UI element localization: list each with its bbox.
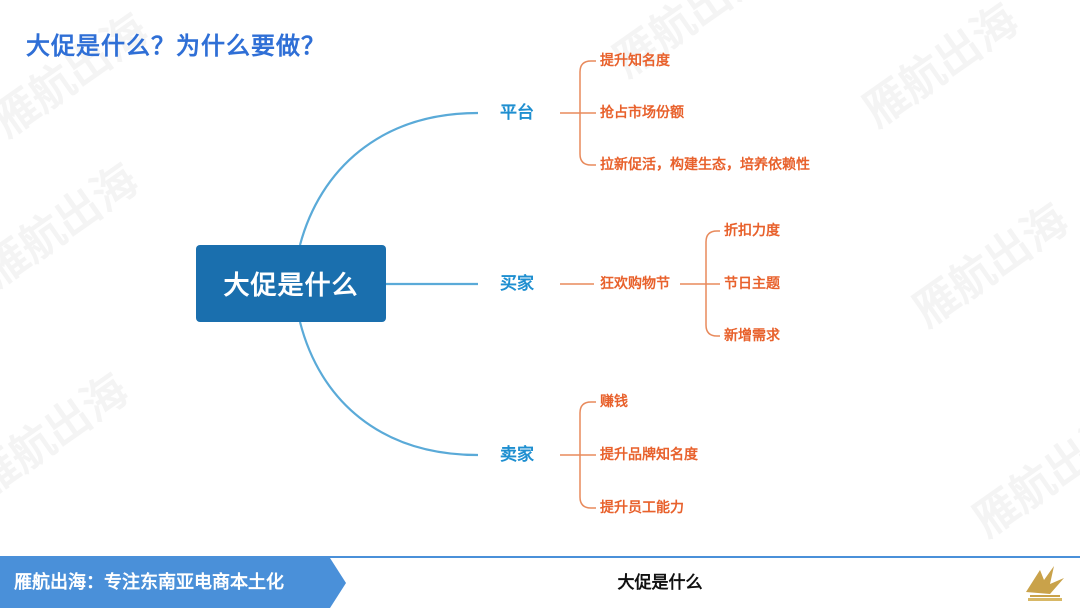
leaf-item: 赚钱 [600, 394, 628, 410]
leaf-connector [705, 284, 720, 337]
leaf-item: 提升知名度 [600, 53, 670, 69]
page-title: 大促是什么？为什么要做？ [26, 32, 326, 60]
leaf-item: 折扣力度 [724, 223, 780, 239]
leaf-item: 抢占市场份额 [600, 105, 684, 121]
leaf-item: 新增需求 [724, 328, 780, 344]
leaf-item: 提升员工能力 [600, 500, 684, 516]
leaf-connector [579, 455, 596, 509]
leaf-item: 节日主题 [724, 276, 780, 292]
leaf-connector [579, 60, 596, 113]
brand-logo-icon [1020, 562, 1070, 604]
leaf-item: 提升品牌知名度 [600, 447, 698, 463]
branch-buyer: 买家 [500, 274, 534, 294]
footer-section-title: 大促是什么 [617, 573, 703, 593]
branch-connector-platform [298, 111, 479, 246]
leaf-item: 拉新促活，构建生态，培养依赖性 [600, 157, 810, 173]
branch-platform: 平台 [500, 103, 534, 123]
branch-seller: 卖家 [500, 445, 534, 465]
leaf-connector [579, 113, 596, 166]
center-node: 大促是什么 [196, 245, 386, 322]
footer-bar: 雁航出海：专注东南亚电商本土化 大促是什么 [0, 556, 1080, 608]
footer-banner-shape [0, 558, 346, 608]
buyer-mid-node: 狂欢购物节 [600, 276, 670, 292]
leaf-connector [705, 230, 720, 284]
branch-connector-seller [298, 321, 479, 457]
leaf-connector [579, 401, 596, 455]
footer-banner-text: 雁航出海：专注东南亚电商本土化 [14, 572, 284, 593]
